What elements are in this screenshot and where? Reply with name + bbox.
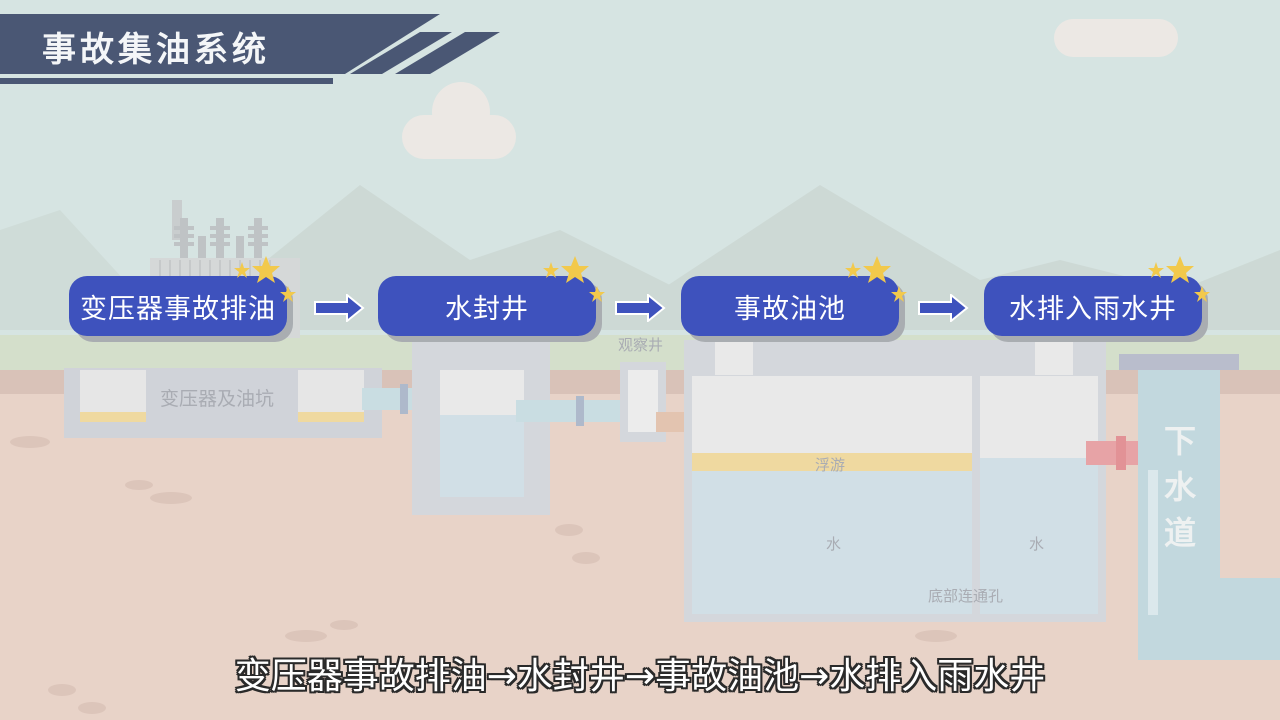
oil-layer-left [80,412,146,422]
inspection-well-inner [628,370,658,432]
step-water-seal-well: 水封井 [378,276,596,336]
sewer-cap [1119,354,1239,370]
oil-layer-right [298,412,364,422]
star-icon [1148,256,1210,302]
water-left [692,471,972,614]
water-right [980,458,1098,614]
step-accident-oil-pool: 事故油池 [681,276,899,336]
step-label: 水封井 [445,293,529,325]
star-icon [234,256,296,302]
water-seal-well-inner [440,370,524,415]
water-stream [1148,470,1158,615]
star-icon [543,256,605,302]
star-icon [845,256,907,302]
arrow-right-icon [918,294,969,322]
outlet-pipe-flange [1116,436,1126,470]
pool-riser-right [1035,340,1073,375]
transformer-pit-label: 变压器及油坑 [160,388,275,410]
page-title: 事故集油系统 [42,30,270,70]
gravel-left [80,370,146,412]
sewer-label: 下水道 [1163,422,1196,552]
gravel-right [298,370,364,412]
arrow-right-icon [314,294,365,322]
cloud-left-top [432,82,490,142]
step-label: 水排入雨水井 [1009,293,1177,325]
step-drain-to-rainwater-well: 水排入雨水井 [984,276,1202,336]
floating-oil-layer [692,453,972,471]
subtitle-caption: 变压器事故排油→水封井→事故油池→水排入雨水井 [234,656,1046,697]
water-seal-well-water [440,415,524,497]
step-label: 变压器事故排油 [80,293,276,325]
pool-riser-left [715,340,753,375]
water-left-label: 水 [826,535,842,553]
sewer-pipe-horizontal [1138,578,1280,660]
arrow-right-icon [615,294,666,322]
pipe-flange [400,384,408,414]
inspection-well-label: 观察井 [618,336,664,354]
bottom-hole-label: 底部连通孔 [928,587,1004,605]
pipe-flange-2 [576,396,584,426]
floating-oil-label: 浮游 [815,456,846,474]
water-right-label: 水 [1029,535,1045,553]
step-label: 事故油池 [734,293,846,325]
title-banner [0,14,500,84]
pipe-seal-to-inspection [516,400,630,422]
cloud-right [1054,19,1178,57]
step-transformer-oil-discharge: 变压器事故排油 [69,276,287,336]
